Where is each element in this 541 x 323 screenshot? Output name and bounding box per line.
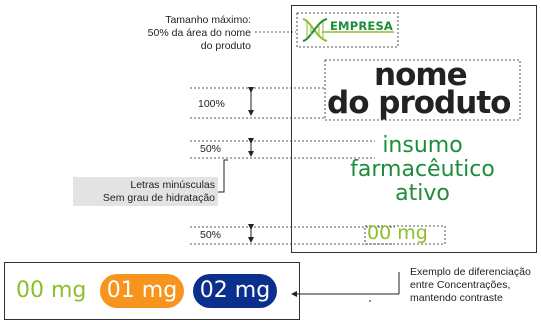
dose-example-00: 00 mg xyxy=(16,278,87,303)
dose-examples-box xyxy=(4,262,300,320)
differentiation-line-1: Exemplo de diferenciação xyxy=(410,266,531,278)
active-ingredient-line-2: farmacêutico xyxy=(350,157,495,182)
active-ingredient-line-3: ativo xyxy=(395,181,450,206)
max-size-line-2: 50% da área do nome xyxy=(147,27,251,39)
logo-box xyxy=(296,12,399,48)
max-size-line-1: Tamanho máximo: xyxy=(165,14,251,26)
pct-50-top-label: 50% xyxy=(200,143,222,155)
dna-logo-icon xyxy=(302,18,328,42)
lowercase-note-box xyxy=(73,177,218,206)
package-panel xyxy=(291,5,537,253)
dose-example-02-pill: 02 mg xyxy=(193,274,277,308)
name-box xyxy=(324,59,521,121)
product-name-line-1: nome xyxy=(374,57,468,93)
dose-example-01-pill: 01 mg xyxy=(100,274,184,308)
pct-100-label: 100% xyxy=(198,98,225,110)
max-size-line-3: do produto xyxy=(200,40,251,52)
differentiation-note: Exemplo de diferenciação entre Concentra… xyxy=(410,266,531,305)
pct-50-bottom-label: 50% xyxy=(200,229,222,241)
max-size-note: Tamanho máximo: 50% da área do nome do p… xyxy=(148,14,251,53)
lowercase-note: Letras minúsculas Sem grau de hidratação xyxy=(103,179,215,205)
brand-name: EMPRESA xyxy=(330,19,394,33)
differentiation-line-2: entre Concentrações, xyxy=(410,279,511,291)
package-dose: 00 mg xyxy=(367,222,428,244)
differentiation-line-3: mantendo contraste xyxy=(410,292,503,304)
lowercase-note-line-2: Sem grau de hidratação xyxy=(102,192,215,204)
product-name-line-2: do produto xyxy=(327,85,511,121)
active-ingredient-line-1: insumo xyxy=(382,133,463,158)
lowercase-note-line-1: Letras minúsculas xyxy=(130,179,215,191)
